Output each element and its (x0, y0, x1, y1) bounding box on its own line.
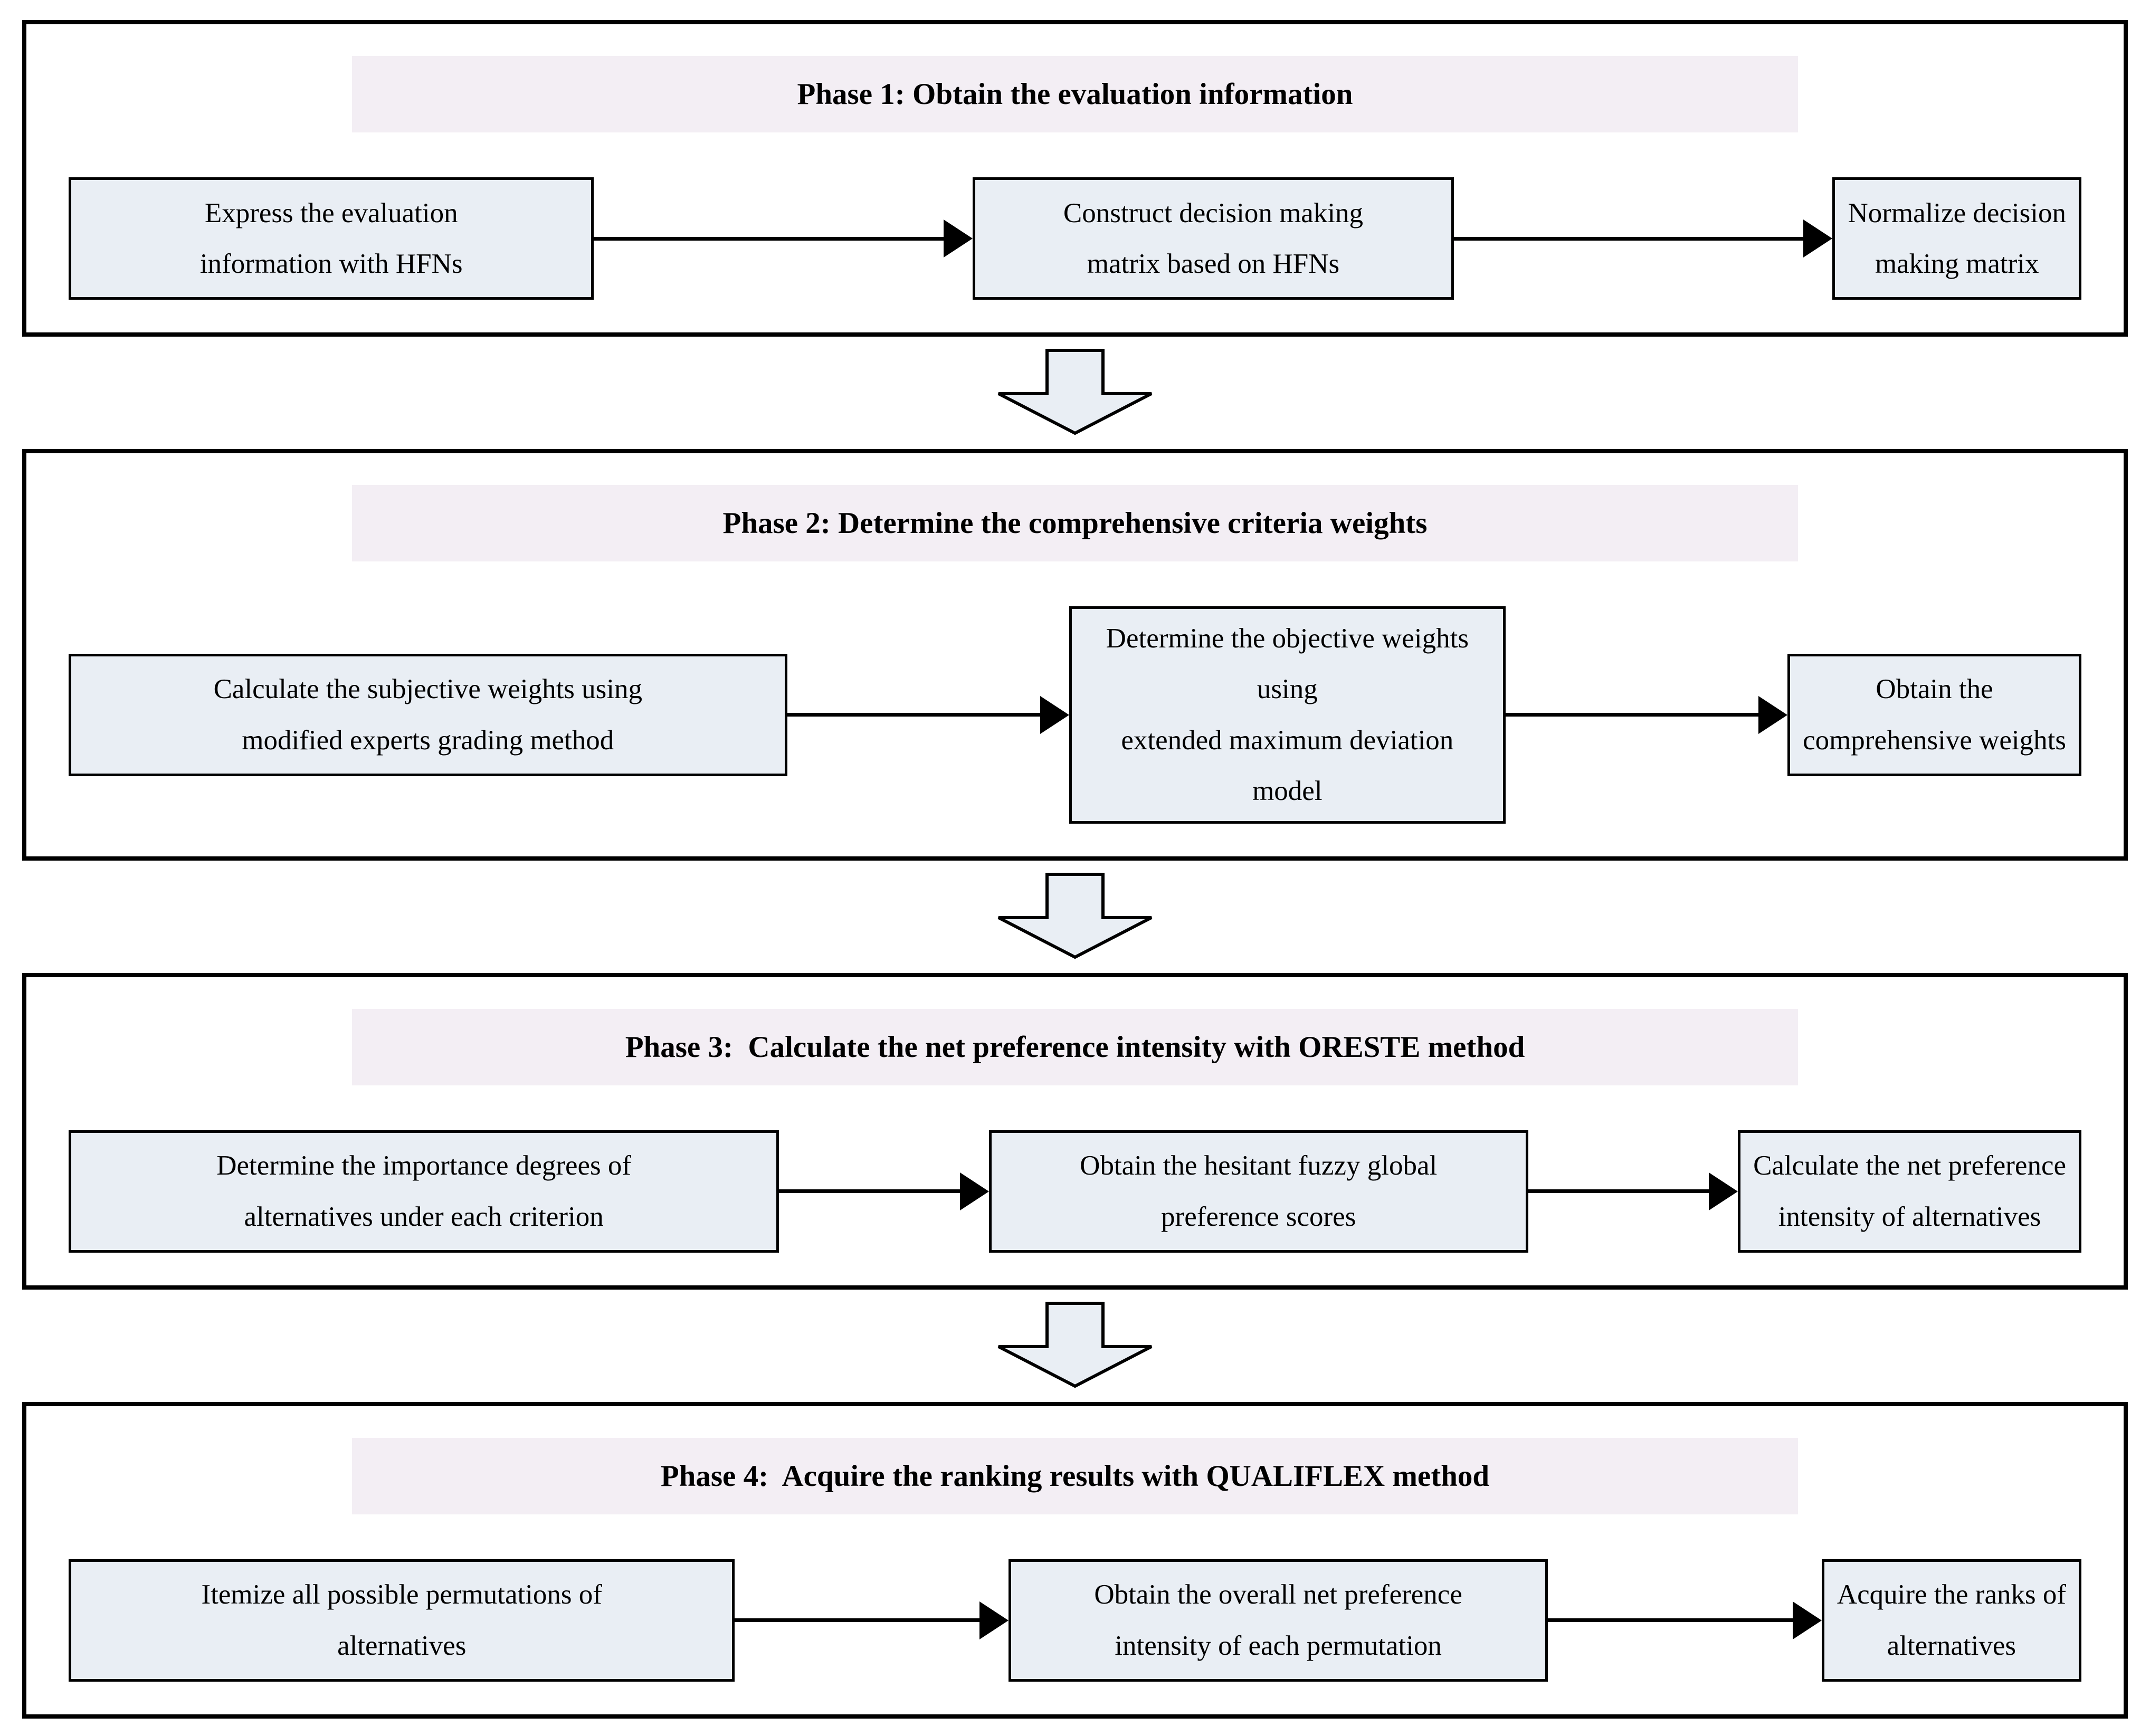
phase-1-step-2: Construct decision making matrix based o… (973, 177, 1454, 300)
right-arrow-icon (594, 220, 973, 257)
step-label: Construct decision making matrix based o… (1063, 197, 1364, 279)
step-label: Acquire the ranks of alternatives (1837, 1579, 2066, 1661)
step-label: Determine the importance degrees of alte… (216, 1150, 632, 1232)
right-arrow-icon (735, 1601, 1009, 1639)
phase-2-step-2: Determine the objective weights using ex… (1069, 606, 1506, 824)
phase-2-title-bar: Phase 2: Determine the comprehensive cri… (352, 485, 1798, 561)
phase-2-title: Phase 2: Determine the comprehensive cri… (722, 507, 1428, 540)
phase-1-title: Phase 1: Obtain the evaluation informati… (797, 78, 1353, 111)
step-label: Normalize decision making matrix (1848, 197, 2066, 279)
phase-3-title-bar: Phase 3: Calculate the net preference in… (352, 1008, 1798, 1085)
step-label: Express the evaluation information with … (199, 197, 463, 279)
phase-3-step-2: Obtain the hesitant fuzzy global prefere… (988, 1130, 1528, 1253)
phase-4-step-1: Itemize all possible permutations of alt… (69, 1559, 735, 1682)
right-arrow-icon (1506, 696, 1787, 734)
phase-3-step-1: Determine the importance degrees of alte… (69, 1130, 779, 1253)
phase-4-title: Phase 4: Acquire the ranking results wit… (660, 1459, 1490, 1493)
phase-4-step-3: Acquire the ranks of alternatives (1821, 1559, 2081, 1682)
step-label: Calculate the subjective weights using m… (213, 674, 643, 756)
step-label: Obtain the hesitant fuzzy global prefere… (1080, 1150, 1438, 1232)
down-arrow-icon (22, 337, 2128, 449)
phase-4-steps-row: Itemize all possible permutations of alt… (69, 1559, 2081, 1682)
phase-1-panel: Phase 1: Obtain the evaluation informati… (22, 20, 2128, 337)
phase-2-step-3: Obtain the comprehensive weights (1787, 653, 2082, 776)
phase-4-step-2: Obtain the overall net preference intens… (1009, 1559, 1548, 1682)
step-label: Calculate the net preference intensity o… (1753, 1150, 2066, 1232)
right-arrow-icon (779, 1172, 988, 1210)
right-arrow-icon (1548, 1601, 1822, 1639)
phase-4-panel: Phase 4: Acquire the ranking results wit… (22, 1401, 2128, 1719)
step-label: Obtain the comprehensive weights (1803, 674, 2067, 756)
right-arrow-icon (1528, 1172, 1738, 1210)
phase-1-step-1: Express the evaluation information with … (69, 177, 594, 300)
down-arrow-icon (22, 861, 2128, 973)
step-label: Determine the objective weights using ex… (1106, 623, 1469, 807)
phase-2-steps-row: Calculate the subjective weights using m… (69, 606, 2082, 824)
phase-1-step-3: Normalize decision making matrix (1832, 177, 2081, 300)
phase-3-panel: Phase 3: Calculate the net preference in… (22, 972, 2128, 1290)
right-arrow-icon (1454, 220, 1833, 257)
right-arrow-icon (787, 696, 1069, 734)
phase-4-title-bar: Phase 4: Acquire the ranking results wit… (352, 1437, 1798, 1514)
step-label: Itemize all possible permutations of alt… (201, 1579, 602, 1661)
down-arrow-icon (22, 1290, 2128, 1402)
phase-1-title-bar: Phase 1: Obtain the evaluation informati… (352, 56, 1798, 132)
step-label: Obtain the overall net preference intens… (1094, 1579, 1462, 1661)
phase-3-step-3: Calculate the net preference intensity o… (1738, 1130, 2081, 1253)
phase-3-title: Phase 3: Calculate the net preference in… (625, 1030, 1525, 1064)
phase-2-panel: Phase 2: Determine the comprehensive cri… (22, 449, 2128, 861)
phase-2-step-1: Calculate the subjective weights using m… (69, 653, 787, 776)
phase-3-steps-row: Determine the importance degrees of alte… (69, 1130, 2081, 1253)
phase-1-steps-row: Express the evaluation information with … (69, 177, 2081, 300)
